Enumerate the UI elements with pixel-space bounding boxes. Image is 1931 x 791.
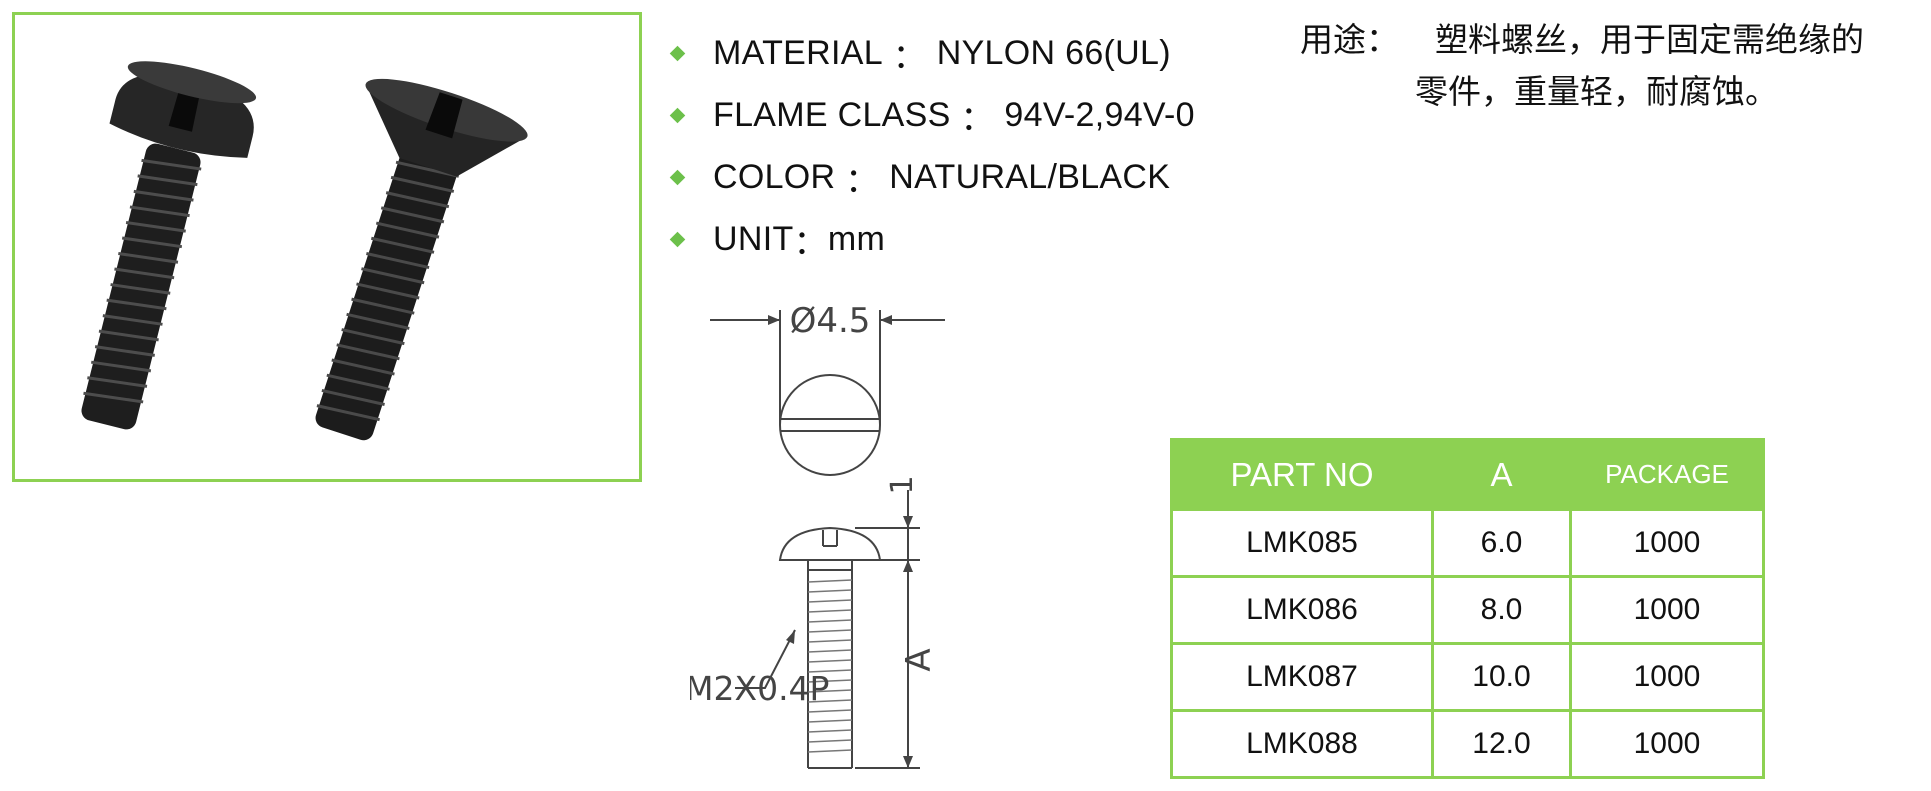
usage-text-line-1: 塑料螺丝，用于固定需绝缘的: [1435, 20, 1864, 59]
column-header-a: A: [1431, 438, 1572, 511]
thread-spec-label: M2X0.4P: [690, 669, 829, 708]
spec-label: COLOR: [713, 157, 836, 196]
part-no-cell: LMK085: [1170, 508, 1434, 578]
column-header-part-no: PART NO: [1170, 438, 1434, 511]
spec-separator: ：: [835, 161, 890, 200]
pan-head-screw: [81, 61, 257, 430]
spec-label: UNIT: [713, 219, 794, 258]
spec-separator: ：: [950, 99, 1005, 138]
spec-label: MATERIAL: [713, 33, 883, 72]
package-cell: 1000: [1569, 642, 1765, 712]
spec-value: NATURAL/BLACK: [889, 157, 1171, 196]
table-row: LMK087 10.0 1000: [1170, 642, 1765, 712]
usage-description: 用途： 塑料螺丝，用于固定需绝缘的 零件，重量轻，耐腐蚀。: [1300, 14, 1920, 118]
table-row: LMK085 6.0 1000: [1170, 508, 1765, 578]
spec-label: FLAME CLASS: [713, 95, 951, 134]
spec-item-material: MATERIAL ： NYLON 66(UL): [665, 22, 1195, 84]
usage-text-line-2: 零件，重量轻，耐腐蚀。: [1415, 72, 1778, 111]
package-cell: 1000: [1569, 709, 1765, 779]
table-row: LMK088 12.0 1000: [1170, 709, 1765, 779]
product-photo: [12, 12, 642, 482]
part-no-cell: LMK086: [1170, 575, 1434, 645]
diamond-bullet-icon: [669, 45, 686, 61]
usage-label: 用途：: [1300, 20, 1399, 59]
spec-list: MATERIAL ： NYLON 66(UL) FLAME CLASS ： 94…: [665, 22, 1195, 270]
a-cell: 8.0: [1431, 575, 1572, 645]
technical-drawing: Ø4.5 1 A M2X0.4P: [690, 301, 945, 769]
column-header-package: PACKAGE: [1569, 438, 1765, 511]
length-label: A: [899, 648, 939, 671]
a-cell: 6.0: [1431, 508, 1572, 578]
a-cell: 10.0: [1431, 642, 1572, 712]
spec-item-color: COLOR ： NATURAL/BLACK: [665, 146, 1195, 208]
thread-lines: [807, 579, 853, 753]
dimension-arrows: [786, 516, 913, 768]
spec-value: NYLON 66(UL): [936, 33, 1171, 72]
spec-value: mm: [827, 219, 886, 258]
diamond-bullet-icon: [669, 107, 686, 123]
diamond-bullet-icon: [669, 169, 686, 185]
spec-separator: ：: [882, 37, 937, 76]
diamond-bullet-icon: [669, 231, 686, 247]
diameter-label: Ø4.5: [790, 301, 871, 341]
package-cell: 1000: [1569, 508, 1765, 578]
parts-table: PART NO A PACKAGE LMK085 6.0 1000 LMK086…: [1170, 438, 1765, 779]
part-no-cell: LMK088: [1170, 709, 1434, 779]
table-header-row: PART NO A PACKAGE: [1170, 438, 1765, 511]
spec-value: 94V-2,94V-0: [1004, 95, 1195, 134]
head-height-label: 1: [885, 475, 920, 494]
spec-item-flame-class: FLAME CLASS ： 94V-2,94V-0: [665, 84, 1195, 146]
a-cell: 12.0: [1431, 709, 1572, 779]
package-cell: 1000: [1569, 575, 1765, 645]
countersunk-screw: [315, 78, 528, 441]
table-row: LMK086 8.0 1000: [1170, 575, 1765, 645]
spec-item-unit: UNIT ： mm: [665, 208, 1195, 270]
spec-separator: ：: [793, 223, 828, 262]
screw-photo: [81, 61, 528, 441]
part-no-cell: LMK087: [1170, 642, 1434, 712]
